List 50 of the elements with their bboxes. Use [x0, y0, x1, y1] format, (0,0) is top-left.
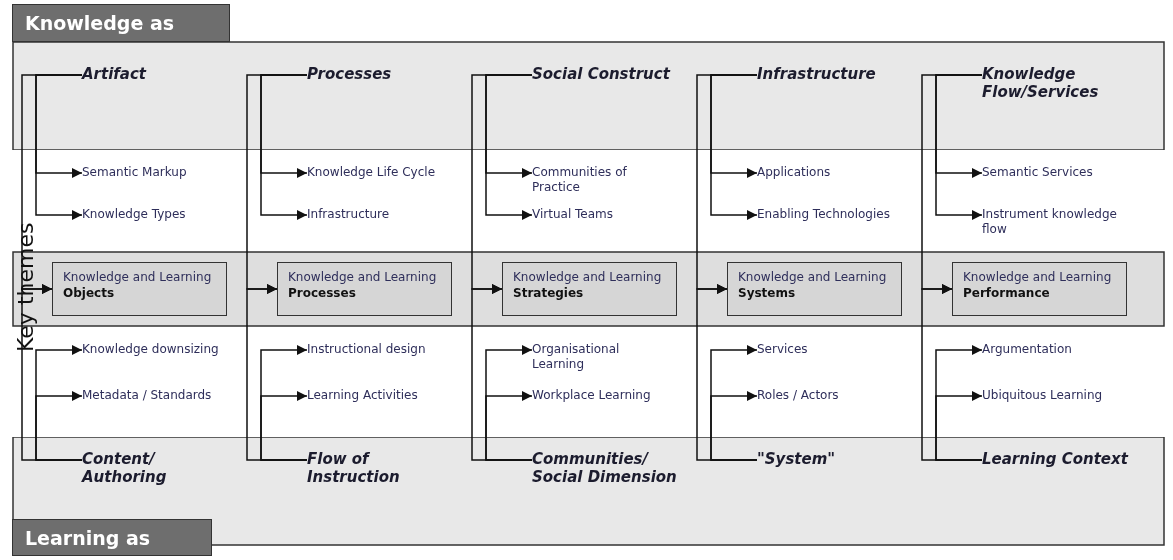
- arrow: [35, 390, 83, 461]
- item-label: Instructional design: [307, 342, 447, 357]
- arrow: [260, 74, 308, 221]
- arrow: [35, 74, 83, 221]
- theme-box: Knowledge and Learning Systems: [727, 262, 902, 316]
- item-label: Services: [757, 342, 897, 357]
- band-title: Key themes: [12, 221, 39, 355]
- arrow: [710, 74, 758, 221]
- heading: Processes: [307, 65, 457, 83]
- band-tab: Learning as: [12, 519, 212, 556]
- arrow: [485, 390, 533, 461]
- item-label: Ubiquitous Learning: [982, 388, 1122, 403]
- heading: Knowledge Flow/Services: [982, 65, 1132, 101]
- arrow: [935, 74, 983, 221]
- item-label: Learning Activities: [307, 388, 447, 403]
- item-label: Workplace Learning: [532, 388, 672, 403]
- item-label: Knowledge downsizing: [82, 342, 222, 357]
- item-label: Semantic Services: [982, 165, 1122, 180]
- arrow: [710, 390, 758, 461]
- item-label: Knowledge Types: [82, 207, 222, 222]
- item-label: Enabling Technologies: [757, 207, 897, 222]
- band-tab: Knowledge as: [12, 4, 230, 42]
- item-label: Infrastructure: [307, 207, 447, 222]
- heading: Social Construct: [532, 65, 682, 83]
- band: [12, 4, 1165, 150]
- item-label: Knowledge Life Cycle: [307, 165, 447, 180]
- item-label: Metadata / Standards: [82, 388, 222, 403]
- heading: Infrastructure: [757, 65, 907, 83]
- arrow: [260, 390, 308, 461]
- heading: Artifact: [82, 65, 232, 83]
- arrow: [485, 74, 533, 221]
- item-label: Semantic Markup: [82, 165, 222, 180]
- item-label: Argumentation: [982, 342, 1122, 357]
- item-label: Virtual Teams: [532, 207, 672, 222]
- theme-box: Knowledge and Learning Performance: [952, 262, 1127, 316]
- heading: Flow of Instruction: [307, 450, 457, 486]
- heading: Content/ Authoring: [82, 450, 232, 486]
- item-label: Organisational Learning: [532, 342, 672, 372]
- heading: Communities/ Social Dimension: [532, 450, 682, 486]
- heading: "System": [757, 450, 907, 468]
- theme-box: Knowledge and Learning Processes: [277, 262, 452, 316]
- item-label: Roles / Actors: [757, 388, 897, 403]
- theme-box: Knowledge and Learning Strategies: [502, 262, 677, 316]
- theme-box: Knowledge and Learning Objects: [52, 262, 227, 316]
- item-label: Applications: [757, 165, 897, 180]
- band: [12, 437, 1165, 556]
- item-label: Communities of Practice: [532, 165, 672, 195]
- item-label: Instrument knowledge flow: [982, 207, 1122, 237]
- heading: Learning Context: [982, 450, 1132, 468]
- arrow: [935, 390, 983, 461]
